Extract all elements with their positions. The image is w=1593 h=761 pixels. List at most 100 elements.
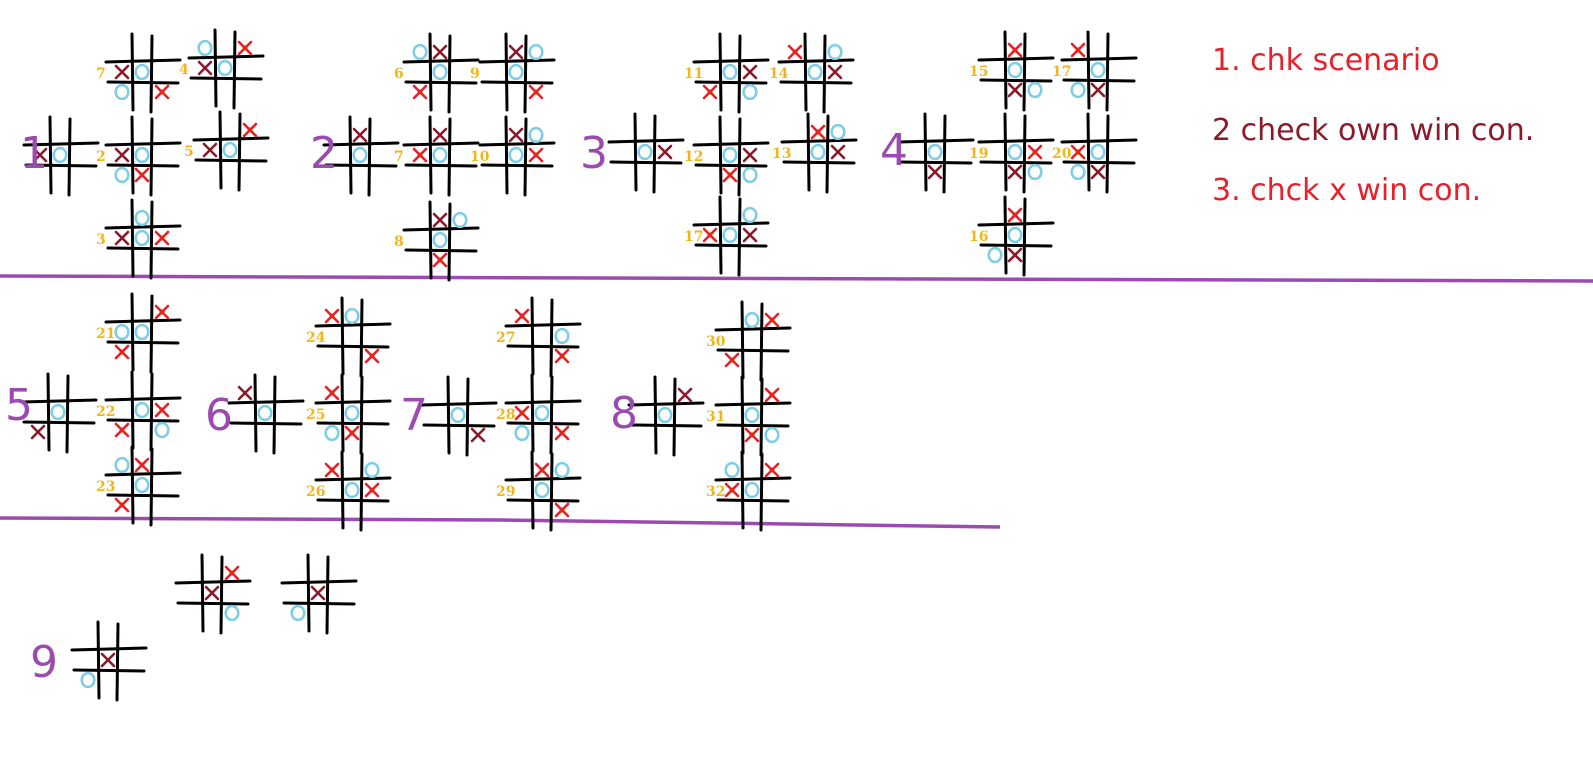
board-number: 16 xyxy=(969,229,988,245)
o-mark xyxy=(637,143,653,161)
grid-line xyxy=(200,553,205,633)
grid-line xyxy=(149,117,154,197)
o-mark xyxy=(534,481,550,499)
x-mark xyxy=(470,427,486,443)
board-30: 30 xyxy=(706,300,792,382)
x-candidate-mark xyxy=(412,84,428,100)
scenario-label: 8 xyxy=(610,388,638,439)
x-mark xyxy=(114,147,130,163)
grid-line xyxy=(777,58,855,64)
grid-line xyxy=(404,163,478,168)
grid-line xyxy=(447,117,452,197)
o-mark xyxy=(50,403,66,421)
board-19: 19 xyxy=(969,112,1055,194)
o-mark xyxy=(257,404,273,422)
o-mark xyxy=(1090,143,1106,161)
grid-line xyxy=(530,373,535,453)
x-candidate-mark xyxy=(242,122,258,138)
grid-line xyxy=(652,114,657,194)
x-mark xyxy=(677,387,693,403)
o-mark xyxy=(722,226,738,244)
o-mark xyxy=(290,604,306,622)
board-number: 6 xyxy=(394,66,404,82)
o-mark xyxy=(508,146,524,164)
board-number: 22 xyxy=(96,404,115,420)
grid-line xyxy=(282,601,356,606)
grid-line xyxy=(70,646,148,652)
x-mark xyxy=(32,147,48,163)
grid-line xyxy=(609,160,683,165)
x-candidate-mark xyxy=(114,422,130,438)
o-mark xyxy=(364,461,380,479)
grid-line xyxy=(420,401,498,407)
o-mark xyxy=(134,209,150,227)
scenario-label: 6 xyxy=(205,390,233,441)
grid-line xyxy=(237,112,242,192)
grid-line xyxy=(549,375,554,455)
board-4: 4 xyxy=(179,28,265,110)
grid-line xyxy=(106,80,180,85)
board-number: 27 xyxy=(496,330,515,346)
board-number: 17 xyxy=(684,229,703,245)
grid-line xyxy=(504,476,582,482)
o-mark xyxy=(764,426,780,444)
x-candidate-mark xyxy=(810,124,826,140)
board-31: 31 xyxy=(706,375,792,457)
grid-line xyxy=(530,450,535,530)
board-number: 17 xyxy=(1052,64,1071,80)
x-candidate-mark xyxy=(724,352,740,368)
grid-line xyxy=(979,243,1053,248)
scenario-label: 7 xyxy=(400,390,428,441)
grid-line xyxy=(629,423,703,428)
x-candidate-mark xyxy=(412,147,428,163)
grid-line xyxy=(404,80,478,85)
board-5: 5 xyxy=(184,110,270,192)
grid-line xyxy=(253,373,258,453)
o-mark xyxy=(224,604,240,622)
board-number: 23 xyxy=(96,479,115,495)
x-candidate-mark xyxy=(324,385,340,401)
grid-line xyxy=(106,163,180,168)
grid-line xyxy=(779,80,853,85)
x-candidate-mark xyxy=(554,348,570,364)
grid-line xyxy=(72,668,146,673)
grid-line xyxy=(759,302,764,382)
x-mark xyxy=(197,60,213,76)
grid-line xyxy=(130,292,135,372)
o-mark xyxy=(134,63,150,81)
grid-line xyxy=(176,601,250,606)
grid-line xyxy=(803,32,808,112)
grid-line xyxy=(174,579,252,585)
board-s2-base xyxy=(322,115,400,197)
grid-line xyxy=(737,117,742,197)
grid-line xyxy=(446,375,451,455)
grid-line xyxy=(714,326,792,332)
grid-line xyxy=(979,78,1053,83)
grid-line xyxy=(322,141,400,147)
grid-line xyxy=(314,399,392,405)
board-14: 14 xyxy=(769,32,855,114)
board-number: 29 xyxy=(496,484,515,500)
board-number: 24 xyxy=(306,330,326,346)
o-mark xyxy=(722,146,738,164)
grid-line xyxy=(549,452,554,532)
x-candidate-mark xyxy=(764,387,780,403)
grid-line xyxy=(1060,138,1138,144)
grid-line xyxy=(478,58,556,64)
board-s6-base xyxy=(227,373,305,455)
grid-line xyxy=(506,344,580,349)
o-mark xyxy=(1027,81,1043,99)
x-candidate-mark xyxy=(702,84,718,100)
grid-line xyxy=(716,498,790,503)
scenario-label: 4 xyxy=(880,125,908,176)
grid-line xyxy=(104,141,182,147)
board-number: 21 xyxy=(96,326,115,342)
x-mark xyxy=(100,652,116,668)
o-mark xyxy=(352,146,368,164)
board-s4-base xyxy=(897,112,975,194)
board-11: 11 xyxy=(684,32,770,114)
board-8: 8 xyxy=(394,200,480,282)
board-7: 7 xyxy=(394,115,480,197)
board-number: 2 xyxy=(96,149,106,165)
o-mark xyxy=(134,401,150,419)
